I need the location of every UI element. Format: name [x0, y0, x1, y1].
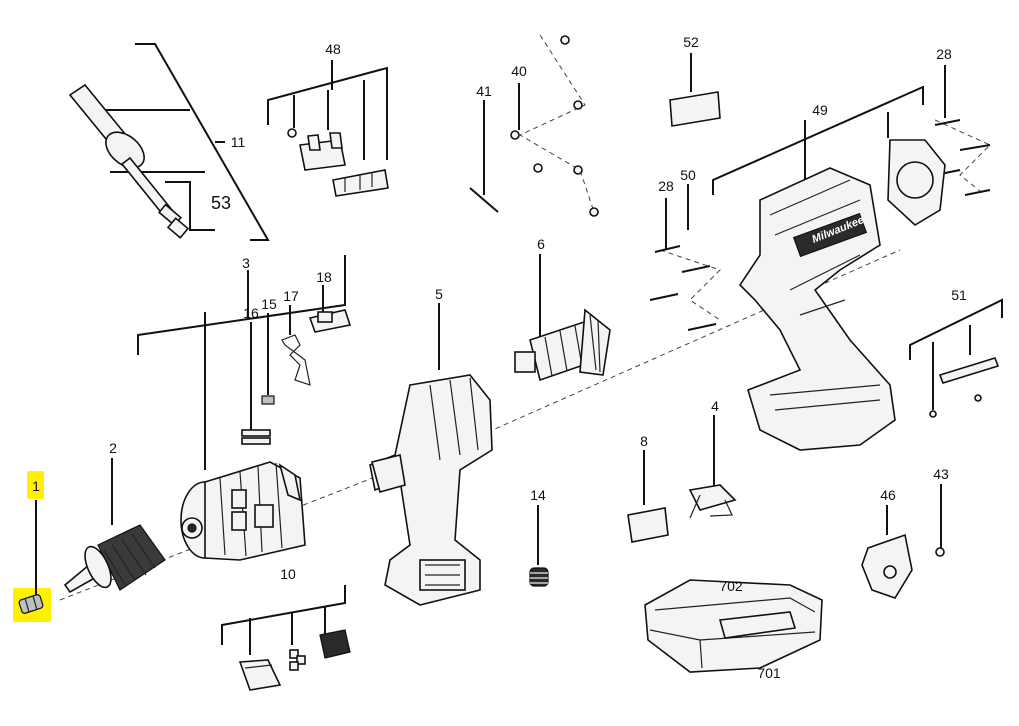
screw-path-50	[659, 249, 721, 321]
part-1-highlight	[27, 471, 44, 499]
bracket-49	[712, 85, 924, 195]
label-8: 8	[640, 433, 648, 449]
label-702: 702	[719, 578, 743, 594]
part-3-gearbox	[180, 461, 306, 561]
screw-path-40	[518, 34, 596, 216]
part-52-plate	[669, 91, 721, 127]
label-52: 52	[683, 34, 699, 50]
part-701-carry-case	[644, 579, 823, 673]
label-4: 4	[711, 398, 719, 414]
part-10-switch-parts	[238, 629, 351, 691]
part-49-housing	[738, 139, 946, 451]
bracket-3	[137, 255, 346, 355]
part-17-spring-wire	[281, 334, 311, 386]
bracket-53	[165, 181, 215, 231]
part-11-side-handle	[68, 83, 190, 239]
bracket-11	[135, 43, 270, 241]
part-5-electronics	[369, 374, 493, 606]
label-1: 1	[32, 478, 40, 494]
label-48: 48	[325, 41, 341, 57]
part-2-chuck	[63, 524, 166, 594]
part-14-spring	[529, 567, 549, 587]
part-51-belt-clip	[938, 357, 1000, 384]
label-41: 41	[476, 83, 492, 99]
label-14: 14	[530, 487, 546, 503]
bracket-10	[221, 585, 346, 645]
label-28a: 28	[658, 178, 674, 194]
label-16: 16	[243, 305, 259, 321]
label-53: 53	[210, 193, 232, 213]
label-49: 49	[812, 102, 828, 118]
part-1-bit	[18, 594, 44, 614]
label-11: 11	[230, 134, 246, 150]
label-51: 51	[951, 287, 967, 303]
bracket-51	[909, 298, 1003, 360]
part-48-parts	[299, 132, 389, 197]
label-5: 5	[435, 286, 443, 302]
label-17: 17	[283, 288, 299, 304]
label-43: 43	[933, 466, 949, 482]
part-15	[261, 395, 275, 405]
label-46: 46	[880, 487, 896, 503]
label-18: 18	[316, 269, 332, 285]
bracket-48	[267, 66, 388, 160]
part-4-clip	[688, 484, 737, 519]
label-701: 701	[757, 665, 781, 681]
label-40: 40	[511, 63, 527, 79]
part-16	[241, 429, 271, 445]
label-50: 50	[680, 167, 696, 183]
label-6: 6	[537, 236, 545, 252]
part-8-label	[627, 507, 669, 543]
part-18-bracket	[308, 309, 352, 333]
screws	[287, 35, 991, 557]
screw-path-28	[934, 119, 991, 196]
label-28b: 28	[936, 46, 952, 62]
label-15: 15	[261, 296, 277, 312]
part-46-bracket	[861, 533, 913, 599]
part-6-rotor	[514, 308, 611, 382]
label-3: 3	[242, 255, 250, 271]
label-2: 2	[109, 440, 117, 456]
label-10: 10	[280, 566, 296, 582]
